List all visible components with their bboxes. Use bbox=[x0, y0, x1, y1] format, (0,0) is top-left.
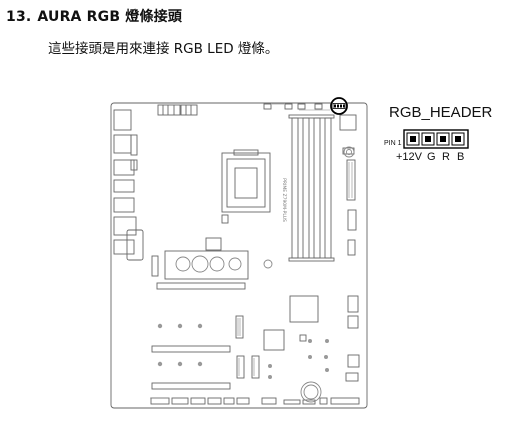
pin-label-r: R bbox=[442, 151, 450, 163]
cmos-battery bbox=[300, 381, 322, 403]
board-outline bbox=[110, 102, 368, 409]
rgb-header-location bbox=[330, 97, 348, 115]
section-title: AURA RGB 燈條接頭 bbox=[37, 9, 183, 25]
pin1-label: PIN 1 bbox=[384, 140, 402, 147]
cpu-socket bbox=[221, 152, 271, 213]
section-heading: 13. AURA RGB 燈條接頭 bbox=[6, 6, 182, 26]
io-port-block bbox=[113, 109, 132, 131]
cpu-power-connector bbox=[157, 104, 181, 116]
dimm-slot bbox=[291, 117, 299, 259]
pcie-slot bbox=[156, 282, 246, 290]
chipset bbox=[289, 295, 319, 323]
m2-heatsink bbox=[164, 250, 249, 280]
rgb-header-pins bbox=[403, 129, 469, 149]
section-description: 這些接頭是用來連接 RGB LED 燈條。 bbox=[48, 41, 279, 57]
section-number: 13. bbox=[6, 9, 32, 25]
pin-label-12v: +12V bbox=[396, 151, 422, 163]
pin-label-g: G bbox=[427, 151, 436, 163]
atx-power-connector bbox=[346, 159, 356, 201]
pin-label-b: B bbox=[457, 151, 465, 163]
board-model-label: PRIME Z790M-PLUS bbox=[281, 178, 287, 222]
rgb-header-title: RGB_HEADER bbox=[389, 104, 493, 121]
